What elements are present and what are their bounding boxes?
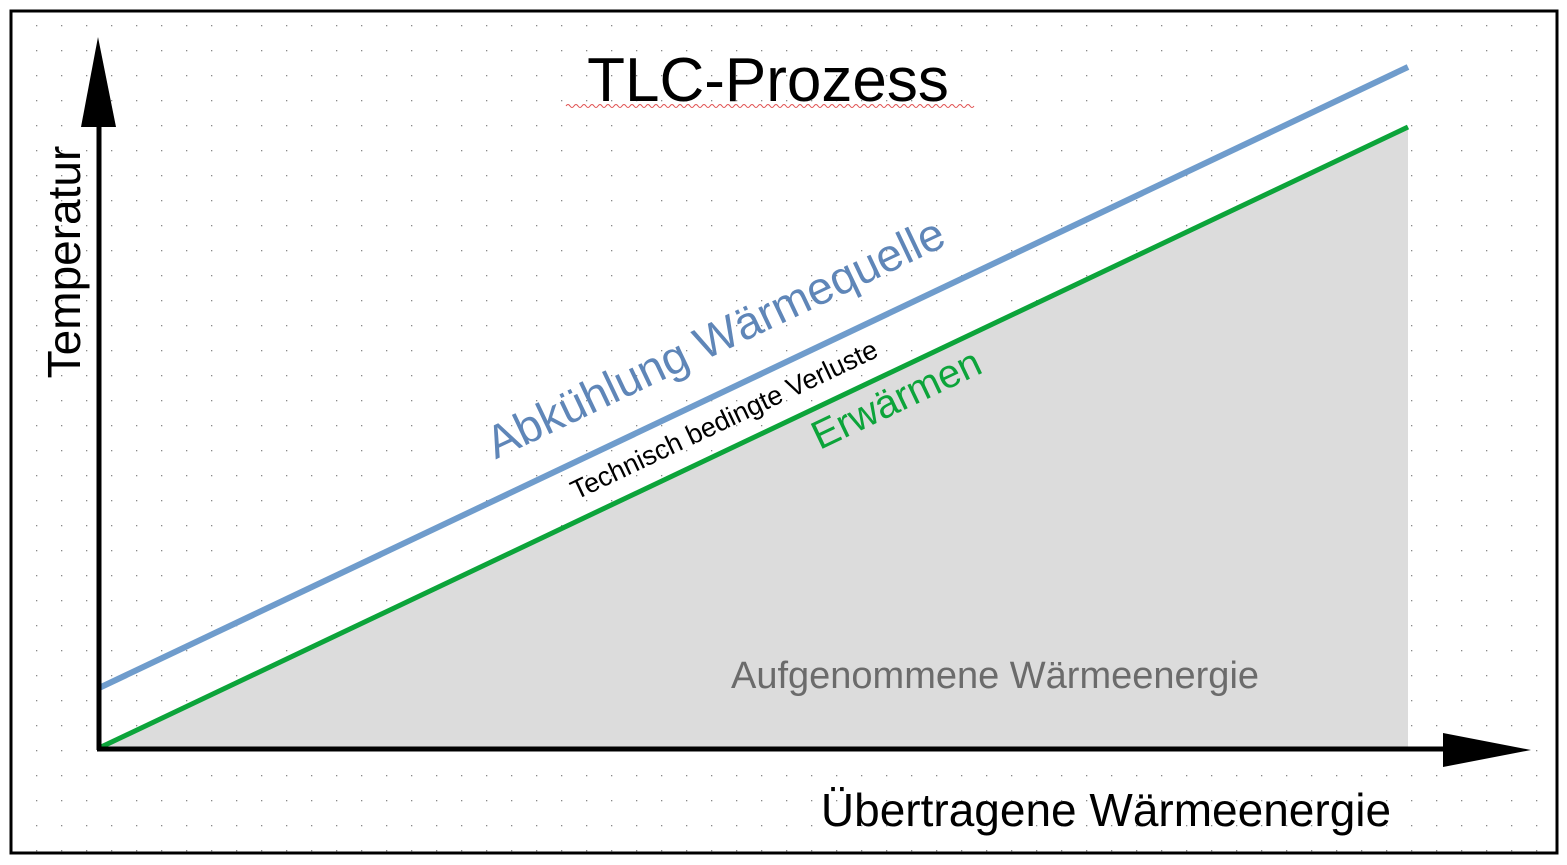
x-axis-label: Übertragene Wärmeenergie [821,784,1391,836]
y-axis-arrow-icon [81,37,116,127]
heat-source-cooling-line [97,64,1410,691]
heating-line [97,124,1410,751]
frame-border [9,9,1559,855]
y-axis-label: Temperatur [38,146,90,379]
x-axis-arrow-icon [1443,733,1531,767]
spellcheck-underline [565,104,975,108]
diagram-title: TLC-Prozess [587,46,949,115]
absorbed-energy-label: Aufgenommene Wärmeenergie [731,655,1259,697]
